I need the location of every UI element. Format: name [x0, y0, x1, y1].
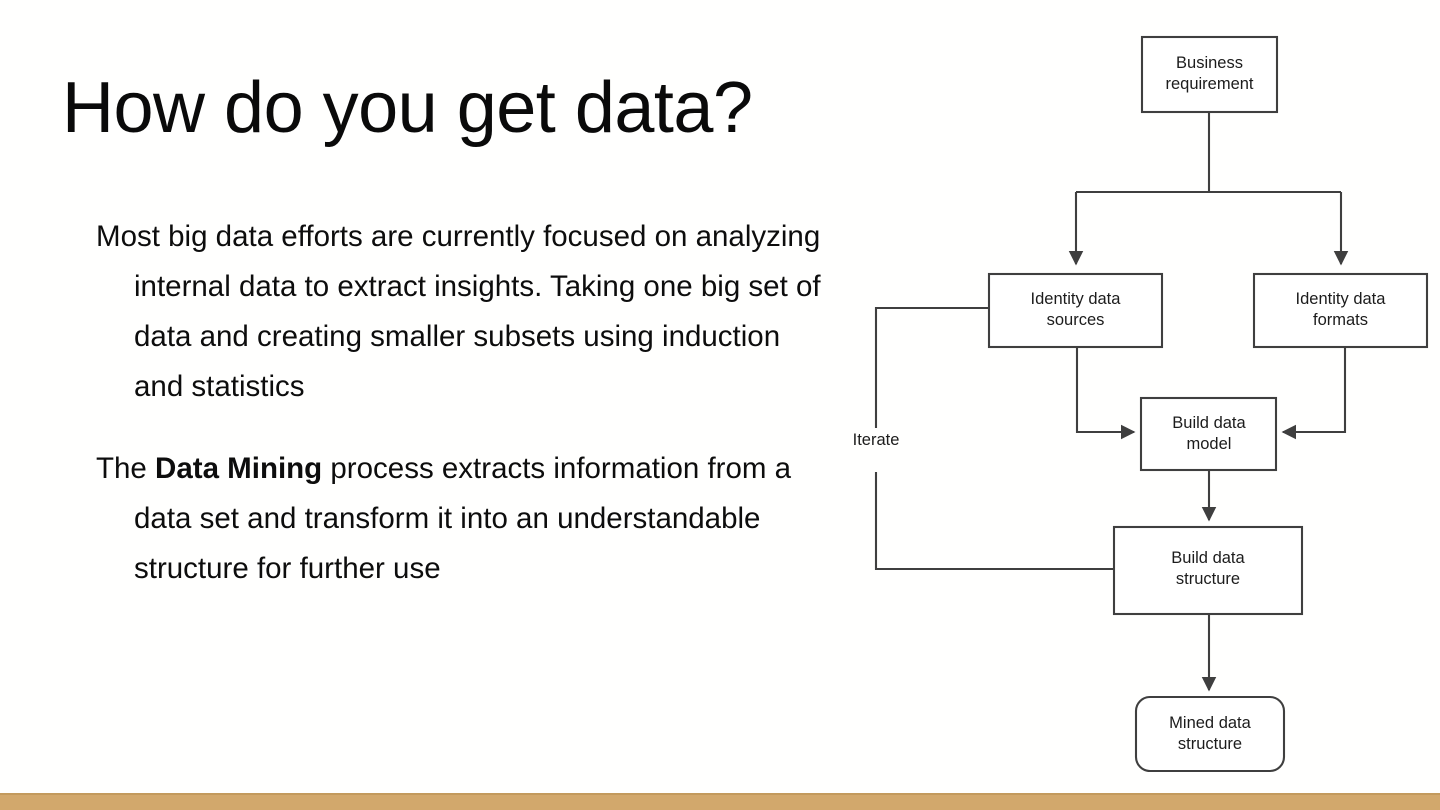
node-identity-data-formats-label-line1: Identity data [1296, 290, 1387, 308]
page-title: How do you get data? [62, 68, 753, 148]
edge-sources-to-model [1075, 347, 1136, 440]
node-mined-data-structure-label-line1: Mined data [1169, 714, 1251, 732]
node-identity-data-sources-label-line2: sources [1047, 311, 1105, 329]
edge-business-requirement-split [1068, 112, 1349, 266]
node-build-data-model-label-line1: Build data [1172, 414, 1246, 432]
node-build-data-structure-label-line2: structure [1176, 570, 1240, 588]
flowchart-iterate-label: Iterate [853, 431, 900, 449]
bottom-accent-bar [0, 793, 1440, 810]
edge-formats-to-model [1281, 347, 1347, 440]
node-identity-data-formats: Identity data formats [1252, 272, 1429, 349]
node-build-data-model: Build data model [1139, 396, 1278, 472]
paragraph-big-data: Most big data efforts are currently focu… [96, 212, 826, 412]
node-business-requirement: Business requirement [1140, 35, 1279, 114]
paragraph-data-mining-run-0: The [96, 452, 156, 485]
node-mined-data-structure: Mined data structure [1134, 695, 1286, 773]
node-build-data-structure: Build data structure [1112, 525, 1304, 616]
node-business-requirement-label-line2: requirement [1165, 75, 1253, 93]
paragraph-big-data-run-0: Most big data efforts are currently focu… [96, 220, 821, 403]
slide-body: Most big data efforts are currently focu… [96, 212, 826, 594]
node-identity-data-sources: Identity data sources [987, 272, 1164, 349]
node-business-requirement-label-line1: Business [1176, 54, 1243, 72]
paragraph-data-mining-run-2: process extracts information from a data… [134, 452, 792, 585]
node-identity-data-sources-label-line1: Identity data [1031, 290, 1122, 308]
paragraph-data-mining-run-1-bold: Data Mining [155, 452, 323, 485]
node-build-data-model-label-line2: model [1187, 435, 1232, 453]
flowchart-diagram: Business requirement Identity data sourc… [840, 10, 1440, 800]
node-build-data-structure-label-line1: Build data [1171, 549, 1245, 567]
node-identity-data-formats-label-line2: formats [1313, 311, 1368, 329]
paragraph-data-mining: The Data Mining process extracts informa… [96, 444, 826, 594]
node-mined-data-structure-label-line2: structure [1178, 735, 1242, 753]
